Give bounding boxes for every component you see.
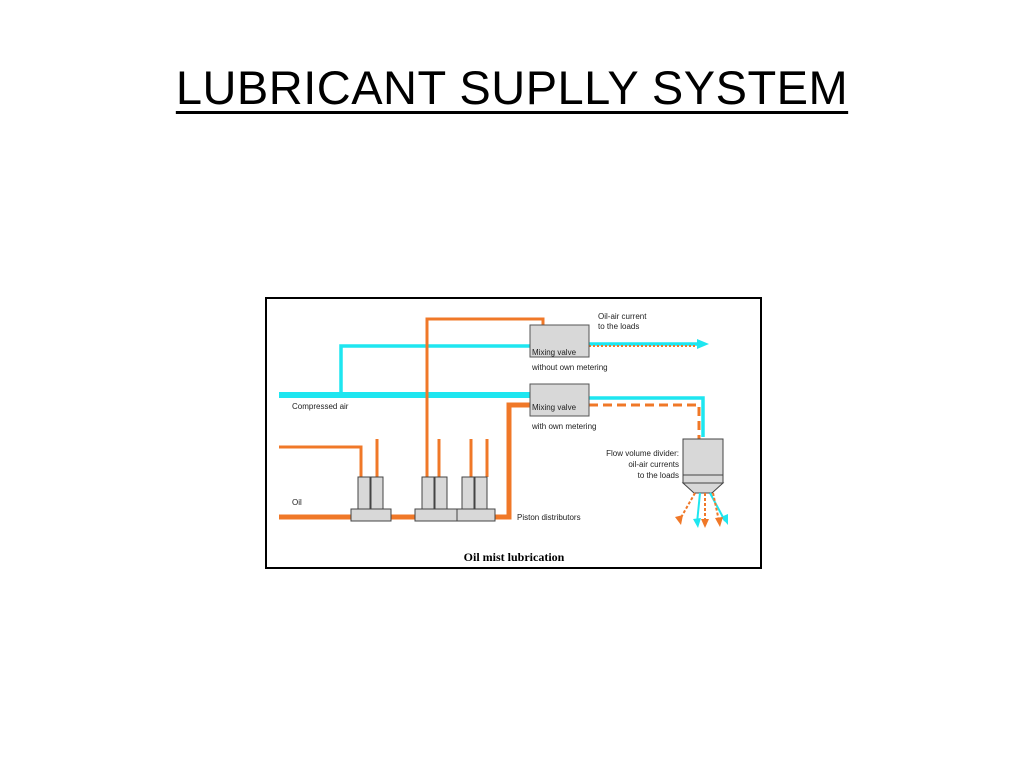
piston-distributor-1 bbox=[350, 476, 392, 522]
slide-title: LUBRICANT SUPLLY SYSTEM bbox=[175, 61, 849, 114]
compressed-air-label: Compressed air bbox=[292, 402, 349, 411]
oil-air-current-label-2: to the loads bbox=[598, 322, 639, 331]
divider-label-3: to the loads bbox=[638, 471, 679, 480]
mixing-valve-1-label: Mixing valve bbox=[532, 348, 577, 357]
piston-distributors-label: Piston distributors bbox=[517, 513, 581, 522]
divider-label-1: Flow volume divider: bbox=[606, 449, 679, 458]
air-to-divider bbox=[589, 396, 705, 437]
oil-air-current-label-1: Oil-air current bbox=[598, 312, 647, 321]
oil-lines bbox=[279, 317, 701, 520]
oil-label: Oil bbox=[292, 498, 302, 507]
divider-arrowheads bbox=[675, 514, 728, 528]
mixing-valve-1 bbox=[529, 324, 590, 358]
divider-label-2: oil-air currents bbox=[628, 460, 679, 469]
diagram-canvas: Oil-air current to the loads Mixing valv… bbox=[279, 312, 728, 564]
mixing-valve-1-sublabel: without own metering bbox=[531, 363, 608, 372]
oil-riser-to-valve-2 bbox=[495, 402, 530, 520]
air-branch-upper bbox=[339, 344, 530, 395]
oil-line-upper-left bbox=[279, 445, 363, 477]
mixing-valve-2 bbox=[529, 383, 590, 417]
mixing-valve-2-sublabel: with own metering bbox=[531, 422, 596, 431]
diagram-caption: Oil mist lubrication bbox=[464, 550, 565, 564]
compressed-air-lines bbox=[279, 342, 705, 437]
piston-distributor-2 bbox=[414, 476, 496, 522]
oil-mist-diagram: Oil-air current to the loads Mixing valv… bbox=[265, 297, 762, 569]
outlet-arrowhead bbox=[697, 339, 709, 349]
oil-air-dashed-lower bbox=[589, 403, 701, 441]
flow-volume-divider bbox=[681, 438, 725, 494]
mixing-valve-2-label: Mixing valve bbox=[532, 403, 577, 412]
